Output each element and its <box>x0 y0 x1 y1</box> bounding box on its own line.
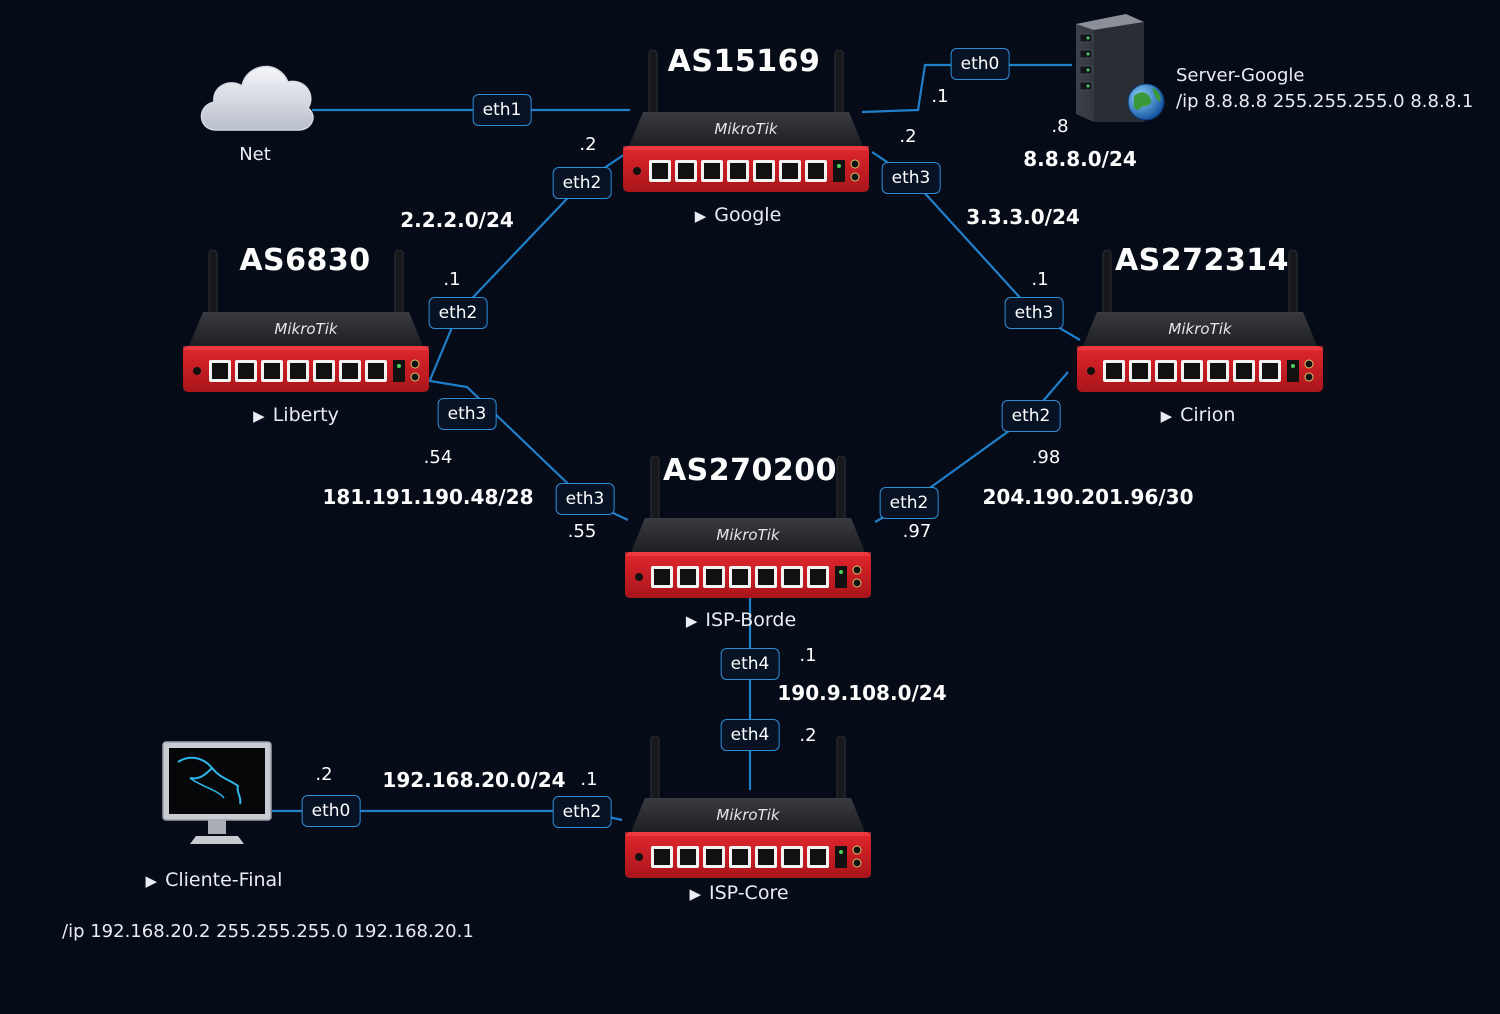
port-cirion-eth2[interactable]: eth2 <box>1001 400 1061 432</box>
port-google-eth2[interactable]: eth2 <box>552 167 612 199</box>
router-cirion: MikroTik <box>1069 249 1331 402</box>
subnet-core-client: 192.168.20.0/24 <box>382 768 566 792</box>
port-google-eth1[interactable]: eth1 <box>472 94 532 126</box>
router-name-isp-borde-text: ISP-Borde <box>705 609 797 631</box>
router-icon: MikroTik <box>1077 249 1323 392</box>
subnet-google-cirion: 3.3.3.0/24 <box>966 205 1080 229</box>
port-server-eth0[interactable]: eth0 <box>950 48 1010 80</box>
subnet-google-server: 8.8.8.0/24 <box>1023 147 1137 171</box>
router-icon: MikroTik <box>623 49 869 192</box>
router-name-cirion: ▶Cirion <box>1160 404 1236 426</box>
brand-logo: MikroTik <box>1168 320 1232 338</box>
router-icon: MikroTik <box>625 455 871 598</box>
client-name: ▶Cliente-Final <box>145 869 283 891</box>
router-name-liberty-text: Liberty <box>272 404 339 426</box>
net-label: Net <box>239 144 271 165</box>
router-name-google-text: Google <box>714 204 782 226</box>
port-isp-borde-eth4[interactable]: eth4 <box>720 648 780 680</box>
host-core-borde-side: .2 <box>799 725 817 746</box>
port-isp-borde-eth2[interactable]: eth2 <box>879 487 939 519</box>
host-server: .8 <box>1051 116 1069 137</box>
host-borde-core-side: .1 <box>799 645 817 666</box>
host-borde-liberty-side: .55 <box>567 521 597 542</box>
port-isp-borde-eth3[interactable]: eth3 <box>555 483 615 515</box>
router-name-isp-borde: ▶ISP-Borde <box>685 609 797 631</box>
host-borde-cirion-side: .97 <box>902 521 932 542</box>
router-isp-borde: MikroTik <box>617 455 879 608</box>
router-name-isp-core: ▶ISP-Core <box>689 882 789 904</box>
asn-label-liberty: AS6830 <box>239 243 371 278</box>
router-icon: MikroTik <box>625 735 871 878</box>
brand-logo: MikroTik <box>274 320 338 338</box>
subnet-cirion-borde: 204.190.201.96/30 <box>982 485 1194 509</box>
monitor-icon <box>162 741 272 844</box>
router-name-liberty: ▶Liberty <box>253 404 339 426</box>
port-liberty-eth3[interactable]: eth3 <box>437 398 497 430</box>
server-name: Server-Google <box>1176 65 1305 86</box>
cloud-icon <box>200 65 314 131</box>
port-client-eth0[interactable]: eth0 <box>301 795 361 827</box>
router-liberty: MikroTik <box>175 249 437 402</box>
host-google-server-side: .1 <box>931 86 949 107</box>
host-liberty-borde-side: .54 <box>423 447 453 468</box>
server-icon <box>1076 14 1165 122</box>
brand-logo: MikroTik <box>716 526 780 544</box>
router-icon: MikroTik <box>183 249 429 392</box>
router-name-isp-core-text: ISP-Core <box>709 882 789 904</box>
asn-label-isp-borde: AS270200 <box>662 453 838 488</box>
host-client: .2 <box>315 764 333 785</box>
host-google-liberty-side: .2 <box>579 134 597 155</box>
client-config: /ip 192.168.20.2 255.255.255.0 192.168.2… <box>62 921 474 942</box>
router-name-cirion-text: Cirion <box>1180 404 1236 426</box>
router-google: MikroTik <box>615 49 877 202</box>
brand-logo: MikroTik <box>714 120 778 138</box>
port-liberty-eth2[interactable]: eth2 <box>428 297 488 329</box>
port-google-eth3[interactable]: eth3 <box>881 162 941 194</box>
host-google-cirion-side: .2 <box>899 126 917 147</box>
brand-logo: MikroTik <box>716 806 780 824</box>
asn-label-google: AS15169 <box>667 44 821 79</box>
port-cirion-eth3[interactable]: eth3 <box>1004 297 1064 329</box>
subnet-borde-core: 190.9.108.0/24 <box>777 681 947 705</box>
server-config: /ip 8.8.8.8 255.255.255.0 8.8.8.1 <box>1176 91 1474 112</box>
router-isp-core: MikroTik <box>617 735 879 888</box>
host-liberty-google-side: .1 <box>443 269 461 290</box>
router-name-google: ▶Google <box>694 204 782 226</box>
host-core-client-side: .1 <box>580 769 598 790</box>
subnet-liberty-borde: 181.191.190.48/28 <box>322 485 534 509</box>
host-cirion-google-side: .1 <box>1031 269 1049 290</box>
subnet-google-liberty: 2.2.2.0/24 <box>400 208 514 232</box>
port-isp-core-eth2[interactable]: eth2 <box>552 796 612 828</box>
host-cirion-borde-side: .98 <box>1031 447 1061 468</box>
asn-label-cirion: AS272314 <box>1114 243 1290 278</box>
port-isp-core-eth4[interactable]: eth4 <box>720 719 780 751</box>
client-name-text: Cliente-Final <box>165 869 283 891</box>
